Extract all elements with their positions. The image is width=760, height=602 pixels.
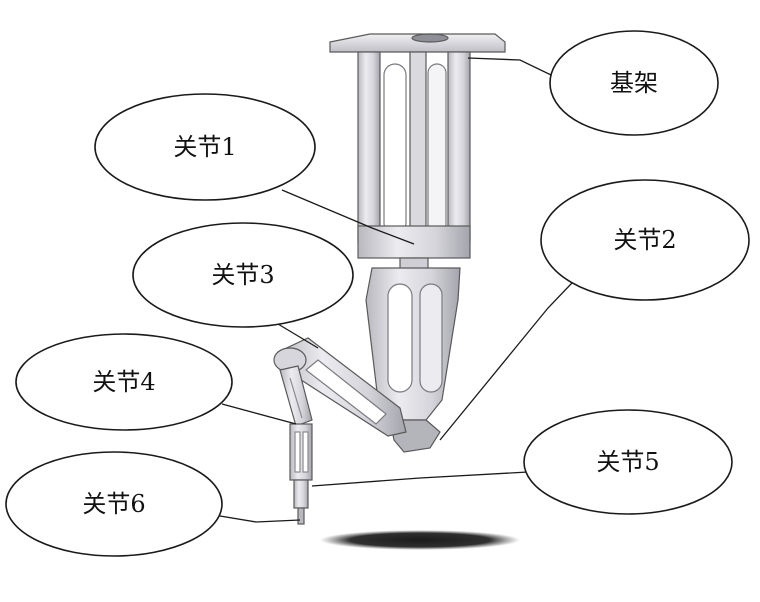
callout-base: 基架 bbox=[549, 30, 719, 136]
leader-joint1 bbox=[281, 189, 415, 245]
leader-joint6 bbox=[207, 513, 301, 523]
leader-joint4 bbox=[221, 403, 297, 425]
label-base: 基架 bbox=[610, 69, 658, 97]
callout-joint6: 关节6 bbox=[5, 451, 223, 557]
callout-joint5: 关节5 bbox=[523, 409, 733, 515]
label-joint1: 关节1 bbox=[173, 133, 236, 161]
upper-arm-fork bbox=[365, 267, 461, 453]
callout-bubble bbox=[540, 179, 750, 301]
callout-bubble bbox=[94, 93, 316, 201]
callout-bubble bbox=[15, 333, 233, 431]
ground-shadow bbox=[320, 530, 520, 550]
leader-joint2 bbox=[439, 261, 593, 441]
callout-bubble bbox=[523, 409, 733, 515]
callout-bubble bbox=[549, 30, 719, 136]
forearm-link bbox=[273, 337, 407, 437]
wrist-assembly bbox=[279, 365, 313, 525]
callout-joint3: 关节3 bbox=[132, 222, 354, 328]
label-joint4: 关节4 bbox=[92, 368, 155, 396]
callout-joint2: 关节2 bbox=[540, 179, 750, 301]
label-joint6: 关节6 bbox=[82, 490, 145, 518]
leader-joint5 bbox=[311, 471, 529, 487]
label-joint3: 关节3 bbox=[211, 261, 274, 289]
callout-joint4: 关节4 bbox=[15, 333, 233, 431]
label-joint2: 关节2 bbox=[613, 226, 676, 254]
callout-joint1: 关节1 bbox=[94, 93, 316, 201]
callout-bubble bbox=[5, 451, 223, 557]
callout-bubble bbox=[132, 222, 354, 328]
label-joint5: 关节5 bbox=[596, 448, 659, 476]
base-frame bbox=[329, 33, 506, 259]
